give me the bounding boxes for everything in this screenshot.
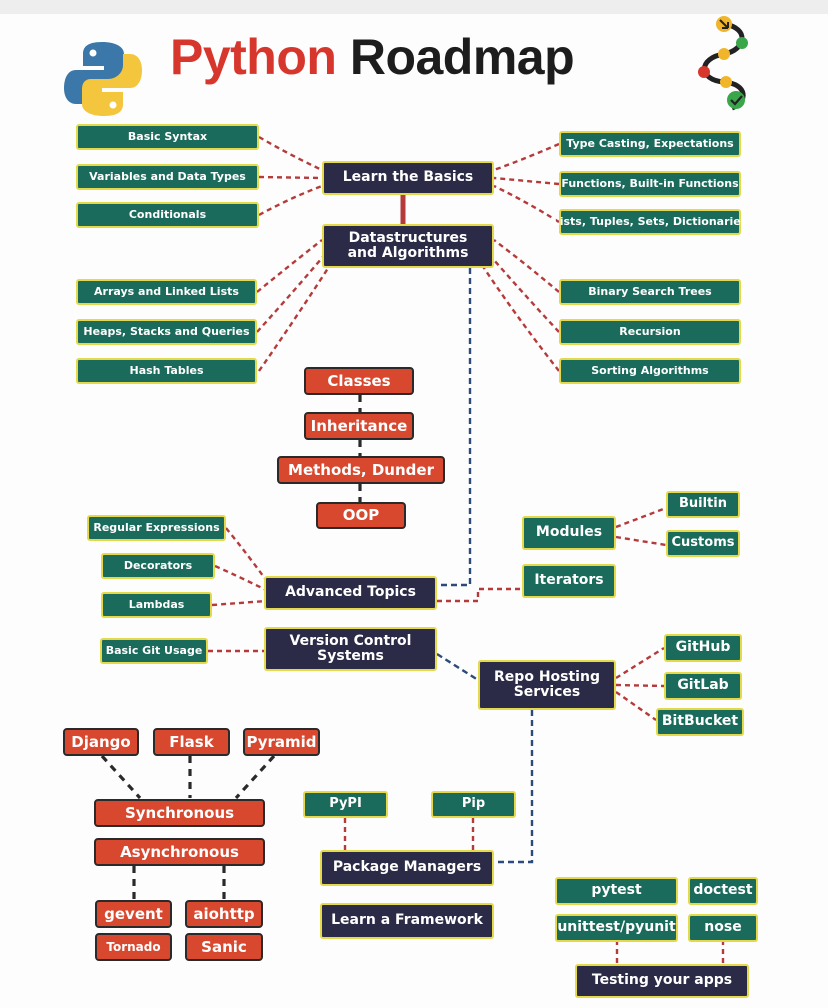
connector-recursion bbox=[486, 251, 560, 333]
connector-type-casting bbox=[493, 142, 560, 172]
node-github[interactable]: GitHub bbox=[664, 634, 742, 662]
node-sorting[interactable]: Sorting Algorithms bbox=[559, 358, 741, 384]
connector-repo-to-packages bbox=[494, 710, 534, 864]
node-regex[interactable]: Regular Expressions bbox=[87, 515, 226, 541]
node-variables[interactable]: Variables and Data Types bbox=[76, 164, 259, 190]
title-python: Python bbox=[170, 29, 337, 85]
node-builtin[interactable]: Builtin bbox=[666, 491, 740, 518]
node-classes[interactable]: Classes bbox=[304, 367, 414, 395]
node-heaps[interactable]: Heaps, Stacks and Queries bbox=[76, 319, 257, 345]
connector-pyramid bbox=[234, 754, 276, 800]
node-iterators[interactable]: Iterators bbox=[522, 564, 616, 598]
node-flask[interactable]: Flask bbox=[153, 728, 230, 756]
node-methods-dunder[interactable]: Methods, Dunder bbox=[277, 456, 445, 484]
connector-heaps bbox=[256, 251, 328, 333]
node-django[interactable]: Django bbox=[63, 728, 139, 756]
page-title: Python Roadmap bbox=[170, 28, 575, 86]
node-modules[interactable]: Modules bbox=[522, 516, 616, 550]
node-aiohttp[interactable]: aiohttp bbox=[185, 900, 263, 928]
node-doctest[interactable]: doctest bbox=[688, 877, 758, 905]
node-unittest[interactable]: unittest/pyunit bbox=[555, 914, 678, 942]
node-gevent[interactable]: gevent bbox=[95, 900, 172, 928]
connector-decorators bbox=[214, 564, 267, 592]
node-oop[interactable]: OOP bbox=[316, 502, 406, 529]
connector-django bbox=[100, 754, 142, 800]
node-conditionals[interactable]: Conditionals bbox=[76, 202, 259, 228]
node-lists[interactable]: Lists, Tuples, Sets, Dictionaries bbox=[553, 209, 747, 235]
node-testing[interactable]: Testing your apps bbox=[575, 964, 749, 998]
top-band bbox=[0, 0, 828, 14]
connector-lists bbox=[493, 184, 560, 224]
connector-bst bbox=[493, 239, 560, 293]
node-arrays[interactable]: Arrays and Linked Lists bbox=[76, 279, 257, 305]
node-hash-tables[interactable]: Hash Tables bbox=[76, 358, 257, 384]
node-bitbucket[interactable]: BitBucket bbox=[656, 708, 744, 736]
node-bst[interactable]: Binary Search Trees bbox=[559, 279, 741, 305]
title-roadmap: Roadmap bbox=[349, 29, 575, 85]
node-pyramid[interactable]: Pyramid bbox=[243, 728, 320, 756]
datastructures-line1: Datastructures bbox=[348, 229, 468, 246]
node-pytest[interactable]: pytest bbox=[555, 877, 678, 905]
node-pip[interactable]: Pip bbox=[431, 791, 516, 818]
node-pypi[interactable]: PyPI bbox=[303, 791, 388, 818]
node-asynchronous[interactable]: Asynchronous bbox=[94, 838, 265, 866]
node-tornado[interactable]: Tornado bbox=[95, 933, 172, 961]
connector-bitbucket bbox=[615, 691, 657, 721]
node-version-control[interactable]: Version Control Systems bbox=[264, 627, 437, 671]
repo-line1: Repo Hosting bbox=[494, 668, 600, 685]
python-logo-icon bbox=[64, 42, 142, 116]
node-sanic[interactable]: Sanic bbox=[185, 933, 263, 961]
node-learn-basics[interactable]: Learn the Basics bbox=[322, 161, 494, 195]
connector-hash-tables bbox=[258, 261, 334, 372]
connector-functions bbox=[493, 176, 560, 186]
node-decorators[interactable]: Decorators bbox=[101, 553, 215, 579]
node-type-casting[interactable]: Type Casting, Expectations bbox=[559, 131, 741, 157]
node-synchronous[interactable]: Synchronous bbox=[94, 799, 265, 827]
connector-vcs-to-repo bbox=[436, 652, 479, 682]
connector-arrays bbox=[256, 239, 323, 293]
connector-advanced-iterators bbox=[437, 587, 522, 603]
roadmap-route-icon bbox=[698, 16, 748, 111]
node-gitlab[interactable]: GitLab bbox=[664, 672, 742, 700]
vcs-line2: Systems bbox=[317, 648, 384, 664]
connector-dsa-to-advanced bbox=[437, 268, 472, 587]
node-datastructures[interactable]: Datastructures and Algorithms bbox=[322, 224, 494, 268]
connector-modules-builtin bbox=[615, 506, 667, 529]
connector-modules-customs bbox=[615, 535, 667, 547]
node-package-managers[interactable]: Package Managers bbox=[320, 850, 494, 886]
connector-variables bbox=[258, 175, 323, 180]
node-inheritance[interactable]: Inheritance bbox=[304, 412, 414, 440]
connector-gitlab bbox=[615, 683, 665, 688]
connector-conditionals bbox=[258, 184, 323, 217]
datastructures-line2: and Algorithms bbox=[347, 245, 469, 261]
node-basic-git[interactable]: Basic Git Usage bbox=[100, 638, 208, 664]
node-learn-framework[interactable]: Learn a Framework bbox=[320, 903, 494, 939]
connector-sorting bbox=[478, 261, 560, 372]
node-basic-syntax[interactable]: Basic Syntax bbox=[76, 124, 259, 150]
connector-regex bbox=[225, 527, 267, 581]
node-lambdas[interactable]: Lambdas bbox=[101, 592, 212, 618]
node-recursion[interactable]: Recursion bbox=[559, 319, 741, 345]
node-customs[interactable]: Customs bbox=[666, 530, 740, 557]
vcs-line1: Version Control bbox=[289, 632, 412, 649]
node-advanced-topics[interactable]: Advanced Topics bbox=[264, 576, 437, 610]
connector-basic-syntax bbox=[258, 135, 323, 172]
node-functions[interactable]: Functions, Built-in Functions bbox=[559, 171, 741, 197]
connector-lambdas bbox=[211, 599, 267, 607]
repo-line2: Services bbox=[513, 684, 581, 700]
connector-github bbox=[615, 646, 665, 680]
node-nose[interactable]: nose bbox=[688, 914, 758, 942]
node-repo-hosting[interactable]: Repo Hosting Services bbox=[478, 660, 616, 710]
